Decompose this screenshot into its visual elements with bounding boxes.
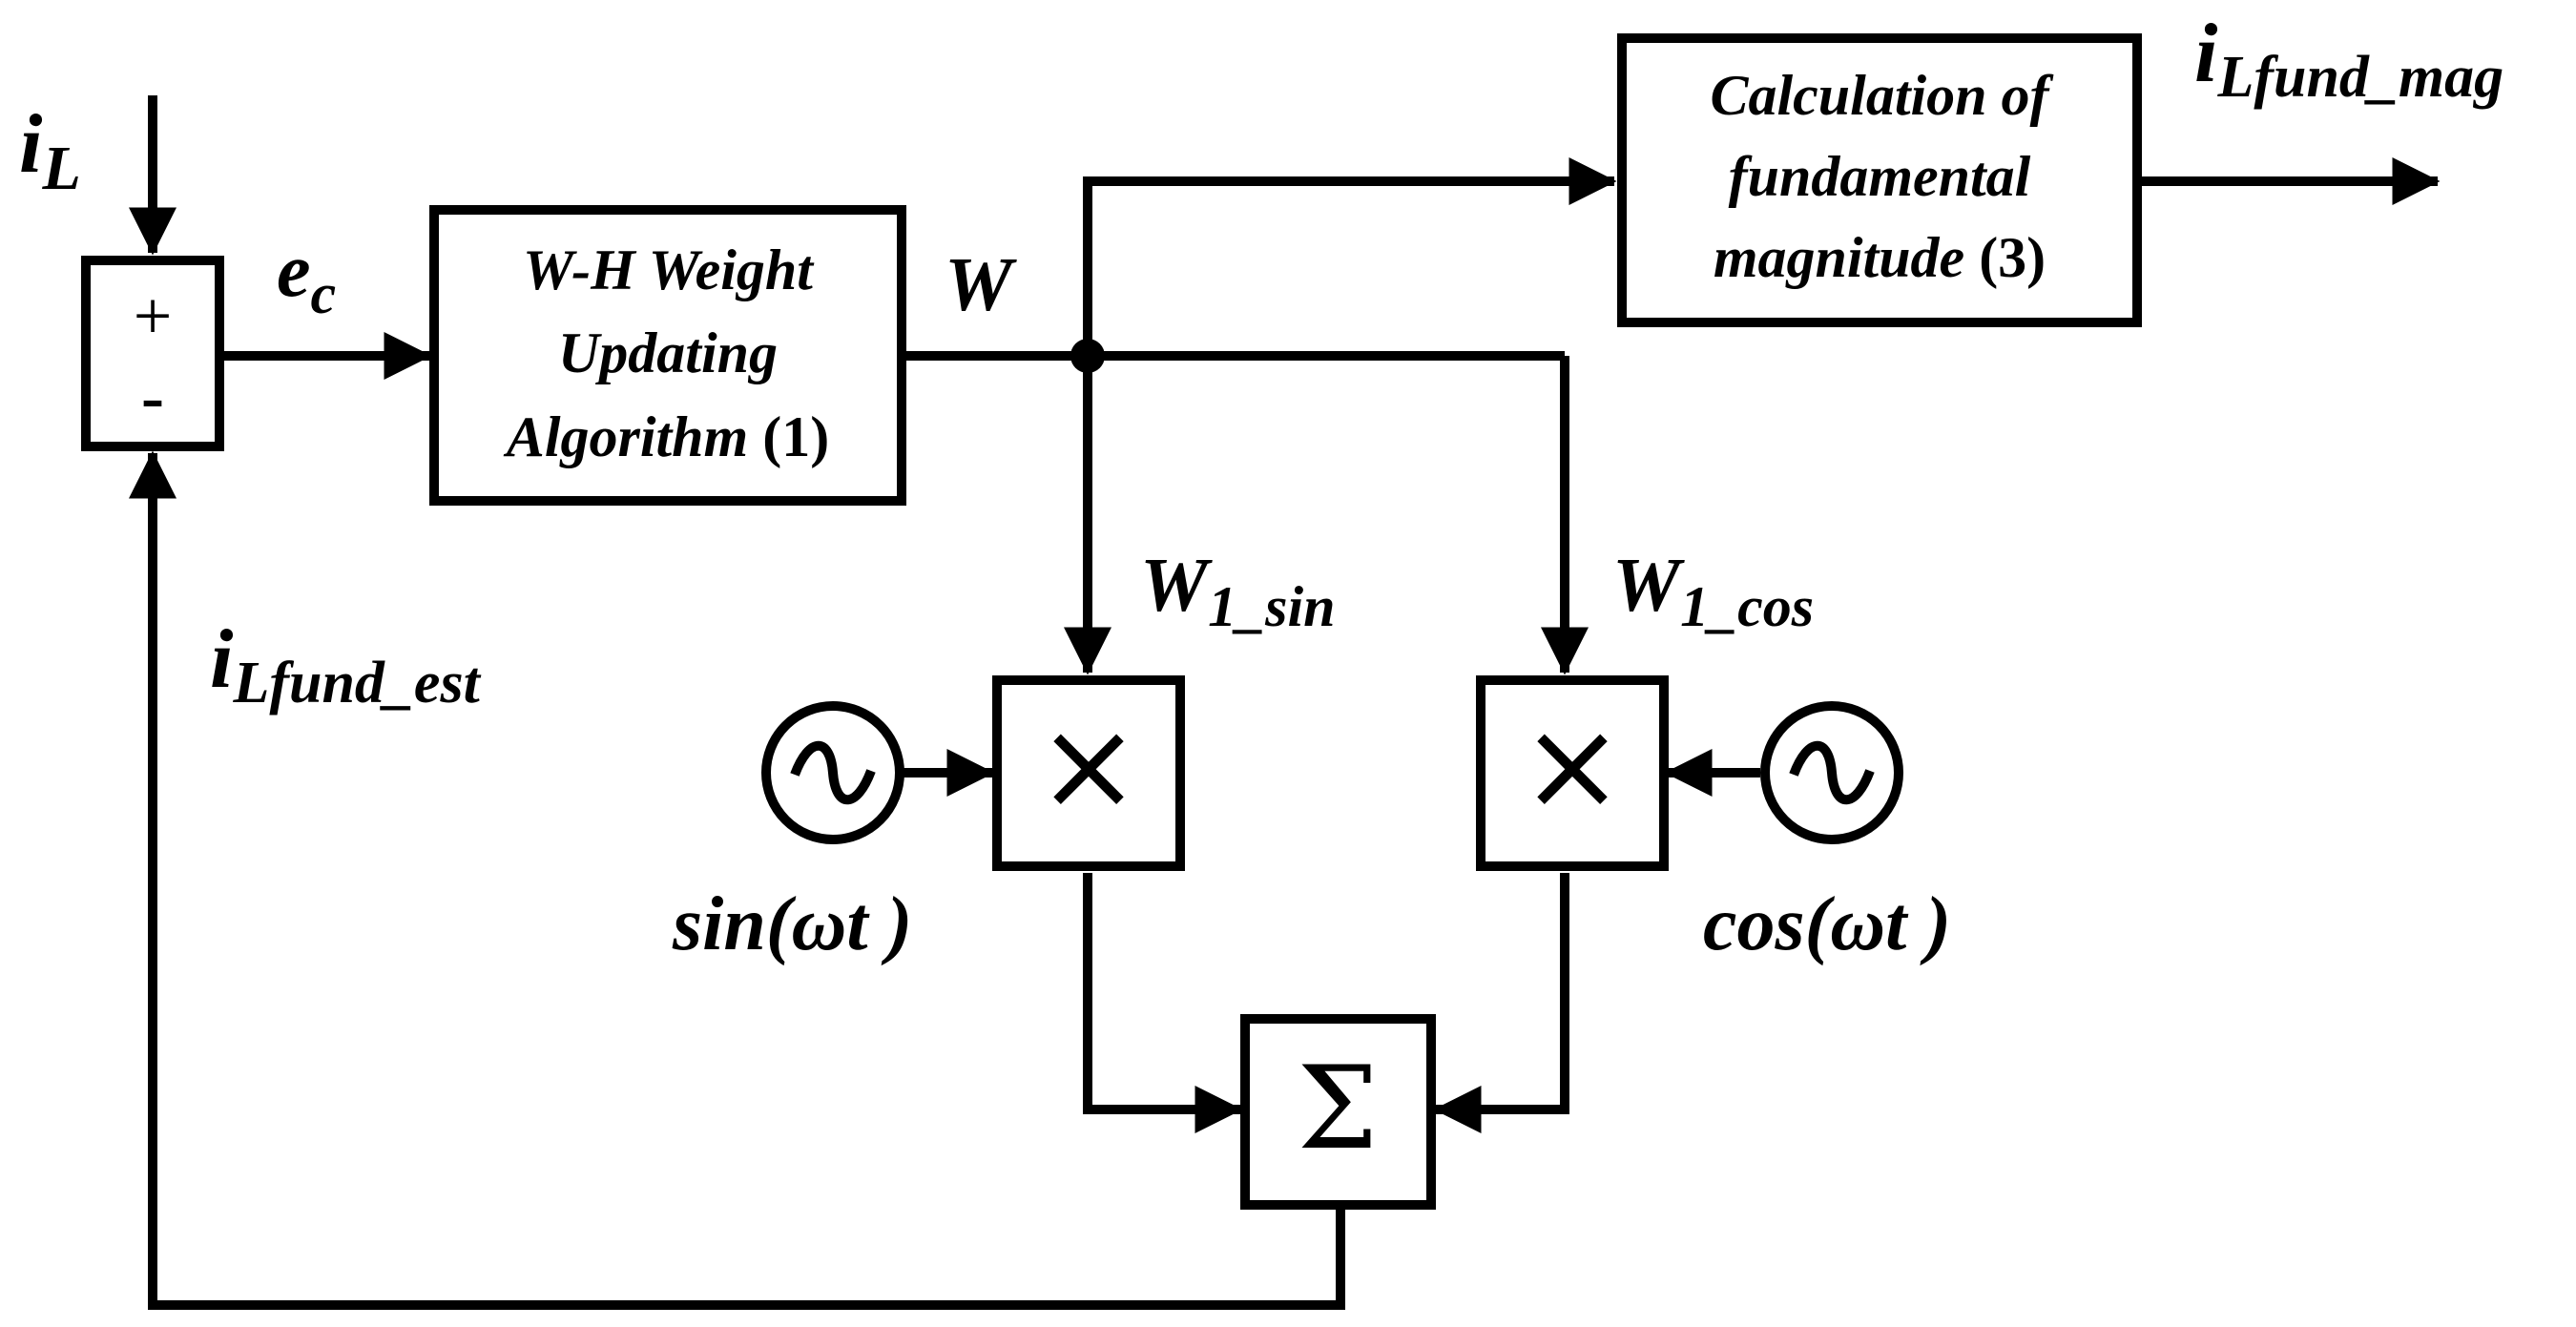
signal-wires: [129, 95, 2441, 1310]
magnitude-calc-block: Calculation of fundamental magnitude (3): [1617, 33, 2142, 327]
label-cos-source: cos(ωt ): [1703, 882, 1951, 966]
multiplier-sin-symbol: ×: [1037, 693, 1141, 838]
label-W: W: [945, 243, 1017, 327]
multiplier-cos: ×: [1476, 675, 1669, 871]
label-sin-source: sin(ωt ): [672, 882, 912, 966]
label-W1sin: W1_sin: [1140, 544, 1336, 638]
summing-junction: + -: [81, 256, 224, 451]
wire-mult-sin-to-sum: [1083, 873, 1243, 1133]
label-ec: ec: [277, 229, 336, 325]
label-iLfund-est: iLfund_est: [210, 613, 482, 715]
weight-update-line3: Algorithm (1): [503, 405, 829, 468]
magnitude-calc-line3: magnitude (3): [1714, 226, 2046, 289]
sin-source: [761, 701, 904, 844]
weight-update-line1: W-H Weight: [523, 238, 815, 301]
label-W1cos: W1_cos: [1612, 544, 1814, 638]
sum-symbol: Σ: [1298, 1043, 1379, 1175]
wire-feedback-iLfund-est: [129, 450, 1345, 1310]
multiplier-sin: ×: [992, 675, 1185, 871]
multiplier-cos-symbol: ×: [1521, 693, 1625, 838]
plus-sign: +: [134, 278, 173, 354]
weight-update-line2: Updating: [558, 321, 778, 384]
label-iLfund-mag: iLfund_mag: [2194, 8, 2503, 110]
label-iL: iL: [19, 98, 81, 203]
magnitude-calc-line2: fundamental: [1729, 145, 2031, 208]
junction-node: [1070, 339, 1105, 373]
minus-sign: -: [141, 359, 164, 435]
wire-mult-cos-to-sum: [1433, 873, 1569, 1133]
weight-update-block: W-H Weight Updating Algorithm (1): [429, 205, 906, 506]
wire-W-to-magnitude: [1083, 157, 1617, 356]
magnitude-calc-line1: Calculation of: [1710, 64, 2053, 127]
sum-block: Σ: [1240, 1014, 1436, 1210]
cos-source: [1760, 701, 1903, 844]
